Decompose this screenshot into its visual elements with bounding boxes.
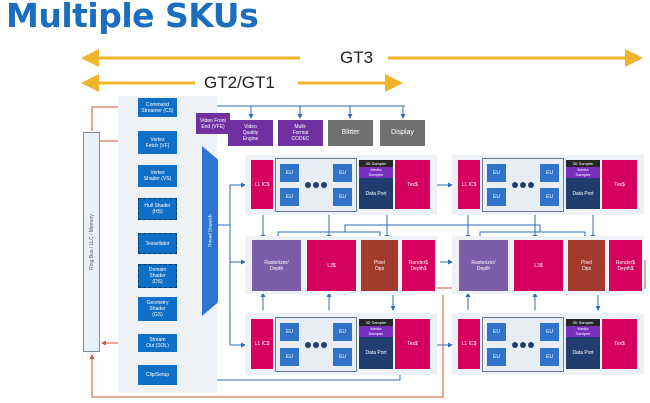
render-depth-cache: Render$ Depth$: [609, 240, 642, 291]
display: Display: [380, 120, 425, 146]
eu: EU: [333, 164, 352, 182]
render-depth-cache: Render$ Depth$: [402, 240, 435, 291]
page-title: Multiple SKUs: [6, 0, 259, 35]
data-port: Data Port: [359, 337, 393, 369]
gt2-gt1-label: GT2/GT1: [196, 74, 283, 92]
rasterizer-depth: Rasterizer/ Depth: [252, 240, 301, 291]
eu: EU: [280, 348, 299, 366]
texture-cache: Tex$: [395, 319, 430, 369]
slice-common-right: Rasterizer/ Depth L3$ Pixel Ops Render$ …: [452, 236, 644, 294]
texture-cache: Tex$: [395, 160, 430, 209]
thread-dispatch: Thread Dispatch: [202, 146, 218, 316]
3d-sampler: 3D Sampler: [566, 160, 600, 167]
eu-array: EU EU EU EU: [275, 158, 357, 212]
subslice-top-left: L1 IC$ EU EU EU EU 3D Sampler Media Samp…: [245, 155, 437, 215]
3d-sampler: 3D Sampler: [359, 160, 393, 167]
video-quality-engine: Video Quality Engine: [228, 120, 273, 146]
vertex-fetch: Vertex Fetch (VF): [138, 131, 177, 154]
more-eus-ellipsis: [509, 181, 537, 189]
3d-sampler: 3D Sampler: [566, 319, 600, 326]
eu: EU: [487, 188, 506, 206]
ring-bus-memory: Ring Bus / LLC / Memory: [83, 132, 100, 352]
eu: EU: [280, 164, 299, 182]
more-eus-ellipsis: [302, 181, 330, 189]
subslice-top-right: L1 IC$ EU EU EU EU 3D Sampler Media Samp…: [452, 155, 644, 215]
slice-common-left: Rasterizer/ Depth L3$ Pixel Ops Render$ …: [245, 236, 437, 294]
gt3-label: GT3: [332, 49, 382, 67]
eu-array: EU EU EU EU: [482, 158, 564, 212]
command-streamer: Command Streamer (CS): [138, 98, 177, 117]
data-port: Data Port: [359, 178, 393, 209]
eu: EU: [333, 323, 352, 341]
blitter: Blitter: [328, 120, 373, 146]
eu: EU: [540, 348, 559, 366]
subslice-bottom-right: L1 IC$ EU EU EU EU 3D Sampler Media Samp…: [452, 313, 644, 375]
data-port: Data Port: [566, 178, 600, 209]
eu: EU: [280, 323, 299, 341]
eu: EU: [540, 323, 559, 341]
domain-shader: Domain Shader (DS): [138, 264, 177, 288]
media-sampler: Media Sampler: [359, 167, 393, 178]
eu: EU: [540, 188, 559, 206]
data-port: Data Port: [566, 337, 600, 369]
3d-sampler: 3D Sampler: [359, 319, 393, 326]
l3-cache: L3$: [307, 240, 356, 291]
more-eus-ellipsis: [302, 341, 330, 349]
eu: EU: [540, 164, 559, 182]
stream-out: Stream Out (SOL): [138, 334, 177, 352]
thread-dispatch-label: Thread Dispatch: [207, 214, 213, 248]
eu: EU: [280, 188, 299, 206]
eu-array: EU EU EU EU: [482, 317, 564, 372]
eu-array: EU EU EU EU: [275, 317, 357, 372]
texture-cache: Tex$: [602, 319, 637, 369]
media-sampler: Media Sampler: [566, 167, 600, 178]
subslice-bottom-left: L1 IC$ EU EU EU EU 3D Sampler Media Samp…: [245, 313, 437, 375]
video-front-end: Video Front End (VFE): [196, 113, 230, 134]
pixel-ops: Pixel Ops: [361, 240, 398, 291]
hull-shader: Hull Shader (HS): [138, 198, 177, 220]
l1-icache: L1 IC$: [458, 319, 480, 369]
texture-cache: Tex$: [602, 160, 637, 209]
ring-bus-label: Ring Bus / LLC / Memory: [88, 214, 95, 270]
geometry-shader: Geometry Shader (GS): [138, 297, 177, 321]
vertex-shader: Vertex Shader (VS): [138, 165, 177, 187]
media-sampler: Media Sampler: [359, 326, 393, 337]
eu: EU: [333, 188, 352, 206]
eu: EU: [487, 348, 506, 366]
pixel-ops: Pixel Ops: [568, 240, 605, 291]
tessellator: Tessellator: [138, 233, 177, 254]
rasterizer-depth: Rasterizer/ Depth: [459, 240, 508, 291]
eu: EU: [333, 348, 352, 366]
l1-icache: L1 IC$: [251, 160, 273, 209]
more-eus-ellipsis: [509, 341, 537, 349]
media-sampler: Media Sampler: [566, 326, 600, 337]
multi-format-codec: Multi- Format CODEC: [278, 120, 323, 146]
l1-icache: L1 IC$: [251, 319, 273, 369]
eu: EU: [487, 164, 506, 182]
eu: EU: [487, 323, 506, 341]
l1-icache: L1 IC$: [458, 160, 480, 209]
l3-cache: L3$: [514, 240, 563, 291]
clip-setup: Clip/Setup: [138, 365, 177, 385]
